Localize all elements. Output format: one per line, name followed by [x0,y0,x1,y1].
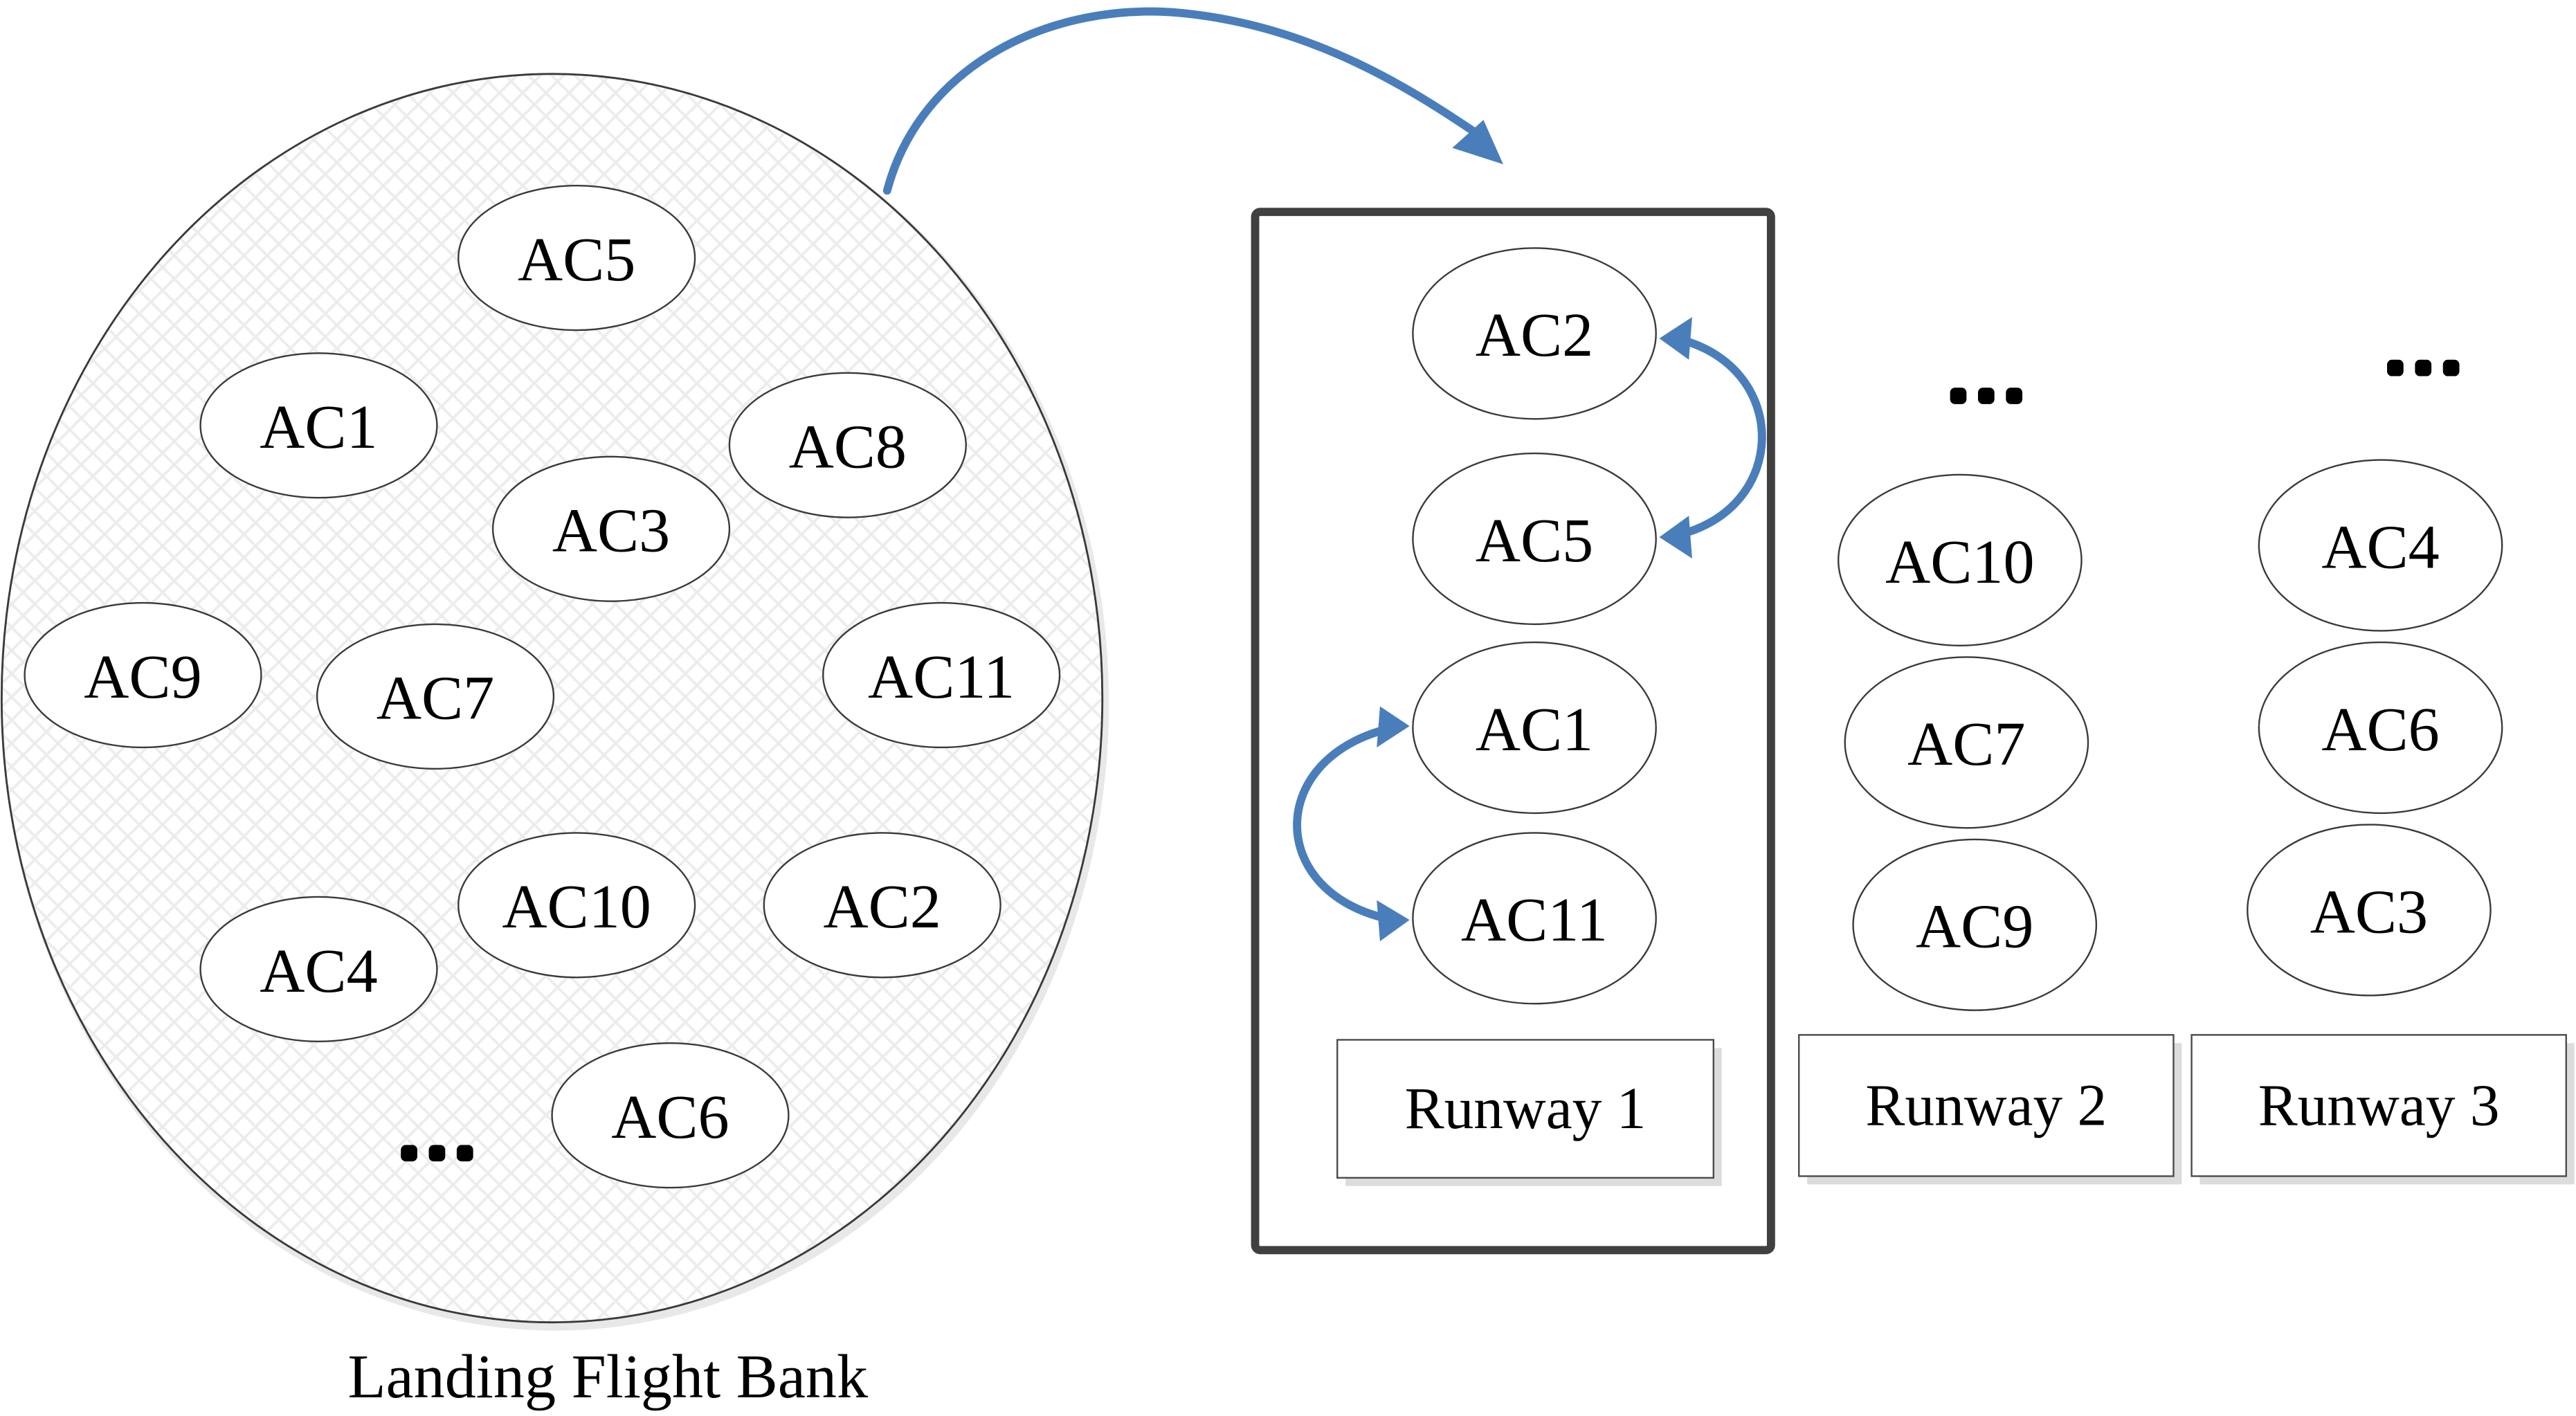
aircraft-ellipse [1412,832,1657,1005]
aircraft-label: AC8 [789,412,907,482]
aircraft-label: AC5 [518,225,635,294]
aircraft-label: AC11 [1461,885,1608,954]
aircraft-label: AC6 [2321,695,2439,764]
bank-aircraft-ac4: AC4 [199,896,438,1043]
runway-2-aircraft-ac10: AC10 [1838,473,2083,646]
swap-arrow-ac1-ac11 [1293,706,1410,942]
runway-1-aircraft-ac5: AC5 [1412,452,1657,626]
aircraft-ellipse [822,601,1061,749]
bank-aircraft-ac11: AC11 [822,601,1061,749]
aircraft-label: AC4 [260,936,377,1006]
aircraft-ellipse [2258,641,2503,815]
runway-label: Runway 1 [1405,1076,1647,1141]
aircraft-label: AC5 [1476,506,1593,575]
transfer-arrow [882,7,1503,195]
aircraft-label: AC1 [1476,695,1593,764]
runway-1-aircraft-ac11: AC11 [1412,832,1657,1005]
aircraft-ellipse [1412,452,1657,626]
runway-box [1798,1034,2175,1177]
aircraft-label: AC9 [84,642,201,711]
aircraft-label: AC1 [260,392,377,462]
bank-aircraft-ac7: AC7 [316,623,555,770]
aircraft-ellipse [457,185,696,332]
bank-aircraft-ac3: AC3 [491,455,731,602]
runway-3-aircraft-ac4: AC4 [2258,459,2503,632]
aircraft-ellipse [1852,838,2098,1011]
bank-aircraft-ac9: AC9 [24,601,262,749]
aircraft-label: AC10 [502,872,651,941]
bank-aircraft-ac6: AC6 [551,1042,790,1189]
aircraft-ellipse [728,372,967,518]
aircraft-ellipse [1838,473,2083,646]
bank-aircraft-ac2: AC2 [763,832,1001,979]
runway-label: Runway 3 [2258,1073,2500,1138]
aircraft-ellipse [1412,641,1657,815]
aircraft-label: AC3 [552,496,670,565]
runway-box [2190,1034,2567,1177]
aircraft-ellipse [316,623,555,770]
aircraft-ellipse [2258,459,2503,632]
runway-3-aircraft-ac6: AC6 [2258,641,2503,815]
aircraft-label: AC6 [611,1082,729,1152]
runway-1-aircraft-ac1: AC1 [1412,641,1657,815]
aircraft-ellipse [2247,824,2492,997]
aircraft-label: AC9 [1916,892,2033,961]
runway-box [1336,1039,1714,1179]
aircraft-ellipse [1412,247,1657,420]
runway-1-selected-frame [1251,208,1775,1255]
aircraft-label: AC7 [1907,709,2025,779]
aircraft-ellipse [1844,656,2089,829]
aircraft-ellipse [763,832,1001,979]
runway-2-aircraft-ac9: AC9 [1852,838,2098,1011]
runway-2-ellipsis-dots [1950,388,2023,404]
runway-label: Runway 2 [1865,1073,2107,1138]
runway-3-aircraft-ac3: AC3 [2247,824,2492,997]
swap-arrow-ac2-ac5 [1659,317,1766,559]
bank-aircraft-ac1: AC1 [199,352,438,499]
aircraft-label: AC3 [2310,877,2428,946]
bank-aircraft-ac10: AC10 [457,832,696,979]
aircraft-ellipse [199,352,438,499]
bank-label: Landing Flight Bank [347,1342,868,1411]
aircraft-ellipse [24,601,262,749]
aircraft-ellipse [491,455,731,602]
aircraft-label: AC2 [823,872,941,941]
bank-aircraft-ac5: AC5 [457,185,696,332]
runway-1-aircraft-ac2: AC2 [1412,247,1657,420]
bank-aircraft-ac8: AC8 [728,372,967,518]
aircraft-label: AC7 [377,664,494,733]
runway-3-ellipsis-dots [2387,359,2460,376]
aircraft-ellipse [457,832,696,979]
aircraft-ellipse [551,1042,790,1189]
bank-ellipsis-dots [401,1145,473,1162]
aircraft-ellipse [199,896,438,1043]
aircraft-label: AC2 [1476,300,1593,370]
aircraft-label: AC10 [1885,527,2034,597]
aircraft-label: AC11 [868,642,1015,711]
runway-2-aircraft-ac7: AC7 [1844,656,2089,829]
aircraft-label: AC4 [2321,512,2439,581]
